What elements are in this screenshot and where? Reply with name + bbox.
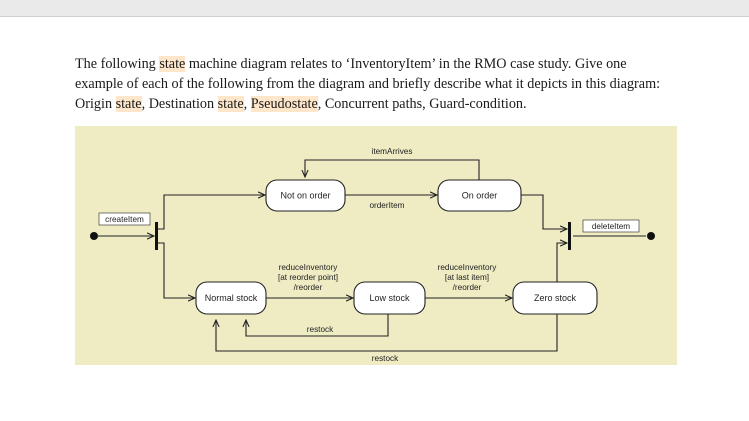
state-normal-stock: Normal stock [195,281,267,315]
label-reduce-inventory-2-event: reduceInventory [438,263,498,272]
state-machine-diagram: Not on order On order Normal stock Low s… [75,126,677,365]
fork-path-upper [158,195,265,230]
initial-pseudostate [90,232,98,240]
join-bar [568,222,571,250]
fork-path-lower [158,242,195,298]
label-reduce-inventory-1-guard: [at reorder point] [278,273,338,282]
state-low-stock-label: Low stock [369,293,410,303]
q-part: machine diagram relates to ‘InventoryIte… [75,56,661,112]
state-zero-stock-label: Zero stock [534,293,577,303]
q-part: , Destination [141,96,218,112]
label-reduce-inventory-1-action: /reorder [294,283,323,292]
state-not-on-order: Not on order [265,179,346,212]
label-restock-2: restock [372,354,399,363]
label-item-arrives: itemArrives [372,147,413,156]
state-on-order: On order [437,179,522,212]
state-not-on-order-label: Not on order [280,191,330,201]
label-delete-item: deleteItem [592,222,630,231]
state-low-stock: Low stock [353,281,426,315]
state-on-order-label: On order [462,191,498,201]
q-part: , [243,96,251,112]
label-create-item: createItem [105,215,144,224]
q-part: , Concurrent paths, Guard-condition. [317,96,527,112]
state-normal-stock-label: Normal stock [205,293,258,303]
join-path-upper [521,194,567,229]
state-zero-stock: Zero stock [512,281,598,315]
q-highlight: state [159,56,186,72]
join-path-lower [556,243,567,286]
q-highlight: state [115,96,142,112]
transition-restock-1 [246,314,389,337]
q-part: The following [75,56,160,72]
label-reduce-inventory-2-action: /reorder [453,283,482,292]
label-reduce-inventory-2-guard: [at last item] [445,273,489,282]
transition-restock-2 [216,314,558,352]
transition-item-arrives [305,159,480,180]
final-state [647,232,655,240]
label-order-item: orderItem [369,201,404,210]
label-reduce-inventory-1-event: reduceInventory [279,263,339,272]
label-restock-1: restock [307,325,334,334]
top-bar [0,0,749,17]
q-highlight: Pseudostate [250,96,318,112]
q-highlight: state [217,96,244,112]
question-text: The following state machine diagram rela… [75,54,675,114]
fork-bar [155,222,158,250]
